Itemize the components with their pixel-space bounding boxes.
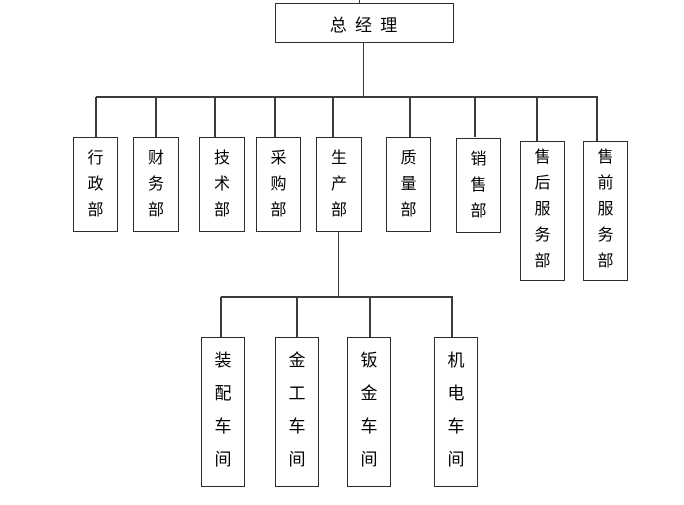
- node-pre-sales-service-dept-label: 售前服务部: [597, 149, 614, 270]
- node-production-dept: 生产部: [316, 137, 362, 232]
- node-finance-dept: 财务部: [133, 137, 179, 232]
- node-metalworking-workshop-label: 金工车间: [288, 351, 306, 469]
- node-after-sales-service-dept: 售后服务部: [520, 141, 565, 281]
- node-general-manager-label: 总 经 理: [329, 15, 400, 35]
- connector-root-top: [358, 0, 360, 4]
- node-quality-dept-label: 质量部: [400, 150, 417, 219]
- connector-drop-finance: [155, 97, 157, 137]
- connector-drop-purchasing: [274, 97, 276, 137]
- node-electromechanical-workshop-label: 机电车间: [447, 351, 465, 469]
- connector-drop-admin: [95, 97, 97, 137]
- node-electromechanical-workshop: 机电车间: [434, 337, 478, 487]
- node-assembly-workshop: 装配车间: [201, 337, 245, 487]
- node-pre-sales-service-dept: 售前服务部: [583, 141, 628, 281]
- connector-drop-technology: [214, 97, 216, 137]
- node-admin-dept: 行政部: [73, 137, 118, 232]
- tier1-rail: [96, 96, 598, 98]
- connector-drop-electromechanical: [451, 297, 453, 337]
- connector-drop-sheet-metal: [369, 297, 371, 337]
- connector-drop-after-sales: [536, 97, 538, 141]
- connector-production-down: [337, 232, 340, 296]
- connector-drop-sales: [474, 97, 476, 137]
- connector-drop-pre-sales: [596, 97, 598, 141]
- connector-root-down: [362, 43, 364, 97]
- tier2-rail: [221, 296, 453, 298]
- node-finance-dept-label: 财务部: [148, 150, 165, 219]
- node-quality-dept: 质量部: [386, 137, 431, 232]
- node-sheet-metal-workshop: 钣金车间: [347, 337, 391, 487]
- connector-drop-quality: [409, 97, 411, 137]
- node-assembly-workshop-label: 装配车间: [214, 351, 232, 469]
- connector-drop-production: [332, 97, 334, 137]
- node-admin-dept-label: 行政部: [87, 150, 104, 219]
- node-purchasing-dept-label: 采购部: [270, 150, 287, 219]
- node-production-dept-label: 生产部: [331, 150, 348, 219]
- connector-drop-metalworking: [296, 297, 298, 337]
- node-technology-dept-label: 技术部: [214, 150, 231, 219]
- node-purchasing-dept: 采购部: [256, 137, 301, 232]
- node-sheet-metal-workshop-label: 钣金车间: [360, 351, 378, 469]
- node-technology-dept: 技术部: [199, 137, 245, 232]
- node-metalworking-workshop: 金工车间: [275, 337, 319, 487]
- node-sales-dept-label: 销售部: [470, 151, 487, 220]
- node-after-sales-service-dept-label: 售后服务部: [534, 149, 551, 270]
- node-sales-dept: 销售部: [456, 138, 501, 233]
- connector-drop-assembly: [220, 297, 222, 337]
- node-general-manager: 总 经 理: [275, 3, 454, 43]
